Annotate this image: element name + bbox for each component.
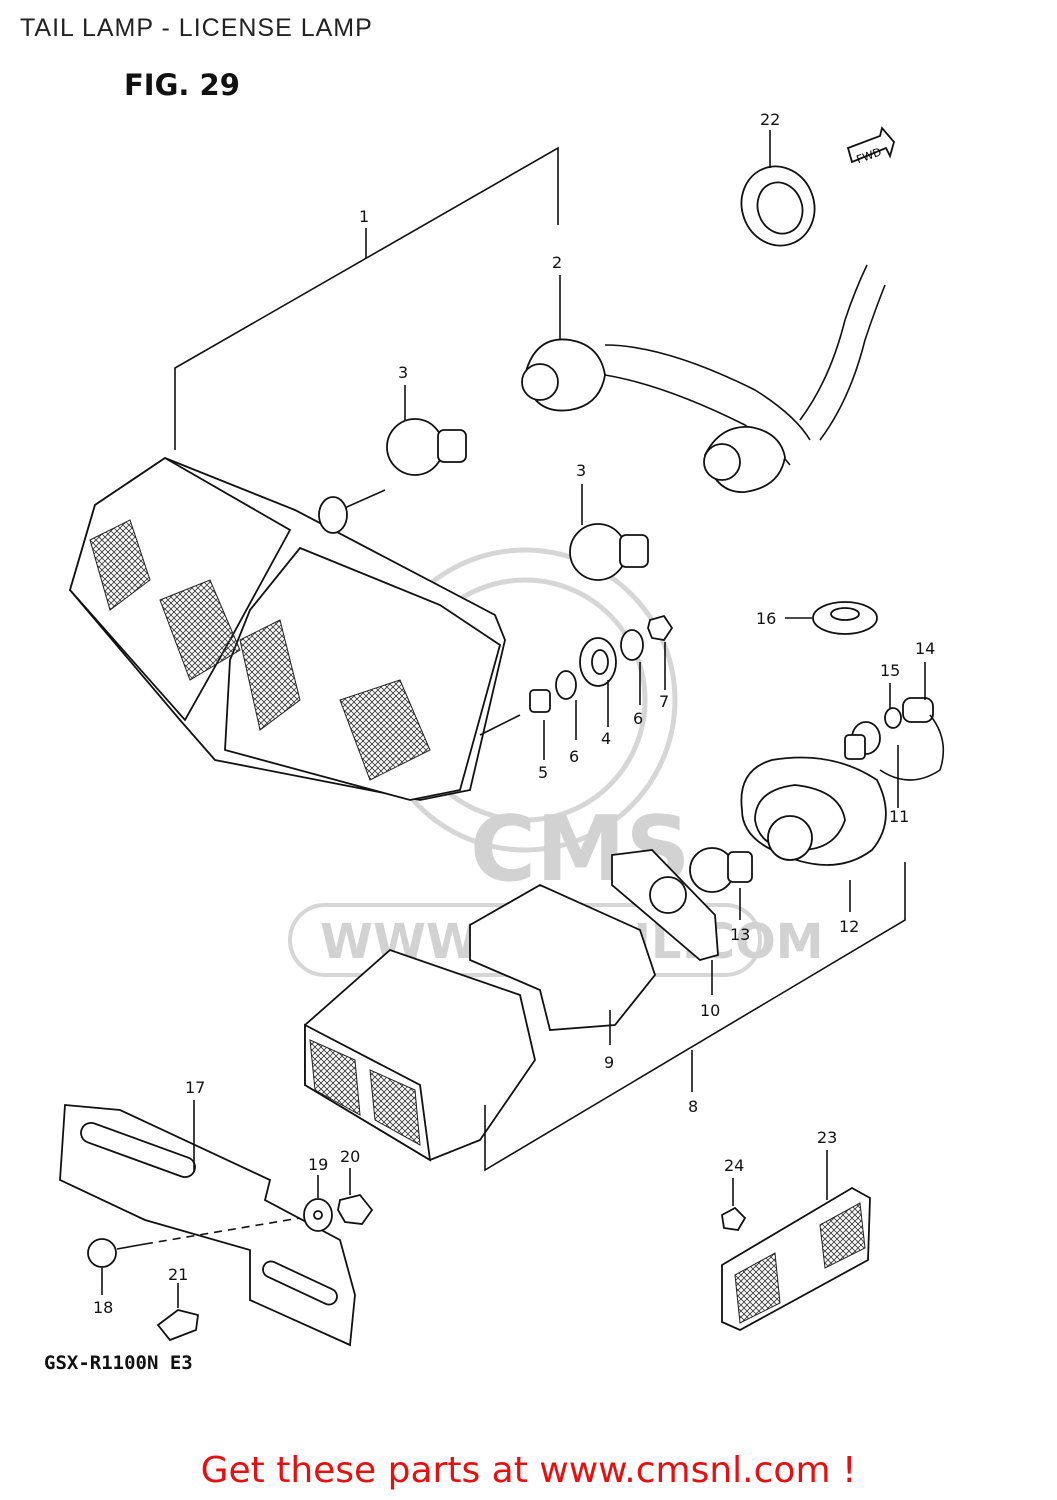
callout-13: 13 [730, 925, 750, 944]
callout-3-upper: 3 [398, 363, 408, 382]
callout-15: 15 [880, 661, 900, 680]
callout-6-b: 6 [633, 709, 643, 728]
part-13-bulb [689, 847, 753, 920]
part-4-cushion [579, 637, 617, 727]
tail-lamp-lens [68, 456, 506, 801]
part-6-washer-b [620, 629, 644, 705]
part-8-tail-housing [304, 862, 906, 1172]
callout-7: 7 [659, 692, 669, 711]
callout-8: 8 [688, 1097, 698, 1116]
part-14-sleeve [902, 662, 934, 723]
callout-1: 1 [359, 207, 369, 226]
callout-18: 18 [93, 1298, 113, 1317]
assembly-bracket-1 [174, 146, 559, 450]
callout-20: 20 [340, 1147, 360, 1166]
part-3-bulb-lower [569, 484, 649, 581]
callout-16: 16 [756, 609, 776, 628]
part-18-bolt [87, 1217, 301, 1295]
callout-22: 22 [760, 110, 780, 129]
part-12-license-lamp-housing [740, 756, 887, 912]
part-11-bolt [844, 714, 945, 808]
callout-17: 17 [185, 1078, 205, 1097]
part-24-nut [721, 1178, 747, 1231]
page-title: TAIL LAMP - LICENSE LAMP [20, 14, 373, 42]
part-5-collar [529, 689, 551, 760]
callout-11: 11 [889, 807, 909, 826]
model-code: GSX-R1100N E3 [44, 1352, 193, 1374]
part-9-lens [469, 883, 657, 1045]
callout-12: 12 [839, 917, 859, 936]
callout-21: 21 [168, 1265, 188, 1284]
callout-2: 2 [552, 253, 562, 272]
part-21-reflector-clip [156, 1283, 199, 1342]
callout-10: 10 [700, 1001, 720, 1020]
mounting-stud-lower [479, 714, 521, 736]
callout-23: 23 [817, 1128, 837, 1147]
figure-label: FIG. 29 [124, 68, 240, 102]
callout-24: 24 [724, 1156, 744, 1175]
part-23-reflector [721, 1150, 871, 1332]
part-17-license-bracket [59, 1100, 356, 1347]
fwd-arrow-icon: FWD [846, 126, 895, 166]
callout-14: 14 [915, 639, 935, 658]
callout-labels: 1 2 3 3 4 5 6 6 7 8 9 10 11 12 13 14 15 … [93, 110, 935, 1317]
part-2-socket-harness [521, 264, 886, 493]
part-3-bulb-upper [386, 385, 467, 476]
callout-19: 19 [308, 1155, 328, 1174]
part-20-nut [337, 1168, 374, 1225]
promo-link-text[interactable]: Get these parts at www.cmsnl.com ! [200, 1450, 857, 1491]
mounting-stud-upper [318, 489, 386, 534]
part-15-washer [884, 683, 902, 729]
callout-9: 9 [604, 1053, 614, 1072]
part-19-washer [303, 1175, 333, 1232]
callout-3-lower: 3 [576, 461, 586, 480]
part-22-grommet [740, 130, 816, 247]
part-7-nut [647, 614, 674, 690]
callout-4: 4 [601, 729, 611, 748]
part-6-washer-a [555, 670, 577, 740]
part-16-grommet [785, 601, 878, 635]
callout-6-a: 6 [569, 747, 579, 766]
part-10-gasket [611, 849, 719, 995]
callout-5: 5 [538, 763, 548, 782]
